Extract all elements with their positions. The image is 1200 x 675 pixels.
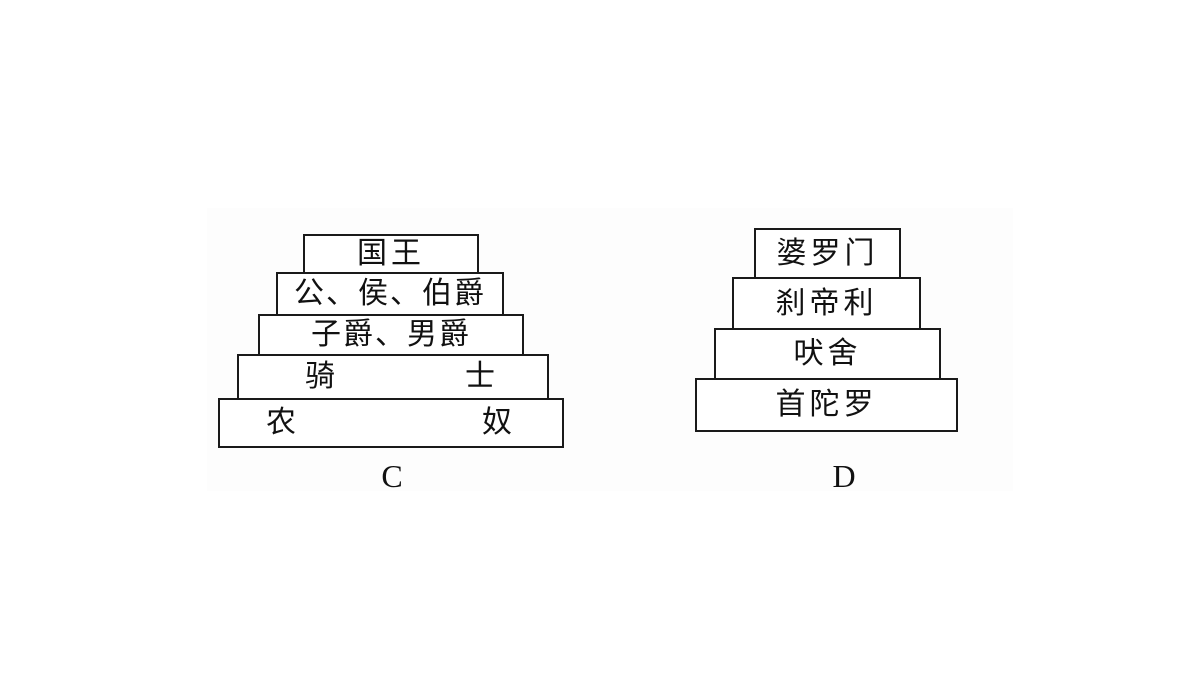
pyramid-d-layer-kshatriya: 刹帝利	[732, 277, 921, 330]
pyramid-d-layer-shudra: 首陀罗	[695, 378, 958, 432]
layer-label: 国王	[357, 236, 425, 271]
layer-label: 吠舍	[793, 336, 862, 371]
layer-label: 首陀罗	[775, 387, 878, 422]
pyramid-c-layer-serfs: 农 奴	[218, 398, 564, 448]
pyramid-c-caption: C	[381, 458, 403, 494]
pyramid-d-layer-brahmin: 婆罗门	[754, 228, 901, 279]
pyramid-d-caption: D	[832, 458, 856, 494]
pyramid-c-layer-dukes-marquises-counts: 公、侯、伯爵	[276, 272, 504, 316]
layer-label-left: 农	[266, 405, 296, 440]
layer-label-right: 奴	[482, 405, 512, 440]
pyramid-d-layer-vaishya: 吠舍	[714, 328, 941, 380]
layer-label-left: 骑	[305, 359, 335, 394]
layer-label: 刹帝利	[775, 285, 878, 321]
pyramid-c-layer-king: 国王	[303, 234, 479, 274]
layer-label: 公、侯、伯爵	[294, 276, 486, 311]
pyramid-c-layer-viscounts-barons: 子爵、男爵	[258, 314, 524, 356]
layer-label-right: 士	[465, 359, 495, 394]
layer-label: 子爵、男爵	[311, 317, 471, 352]
layer-label: 婆罗门	[776, 235, 879, 271]
pyramid-c-layer-knights: 骑 士	[237, 354, 549, 400]
